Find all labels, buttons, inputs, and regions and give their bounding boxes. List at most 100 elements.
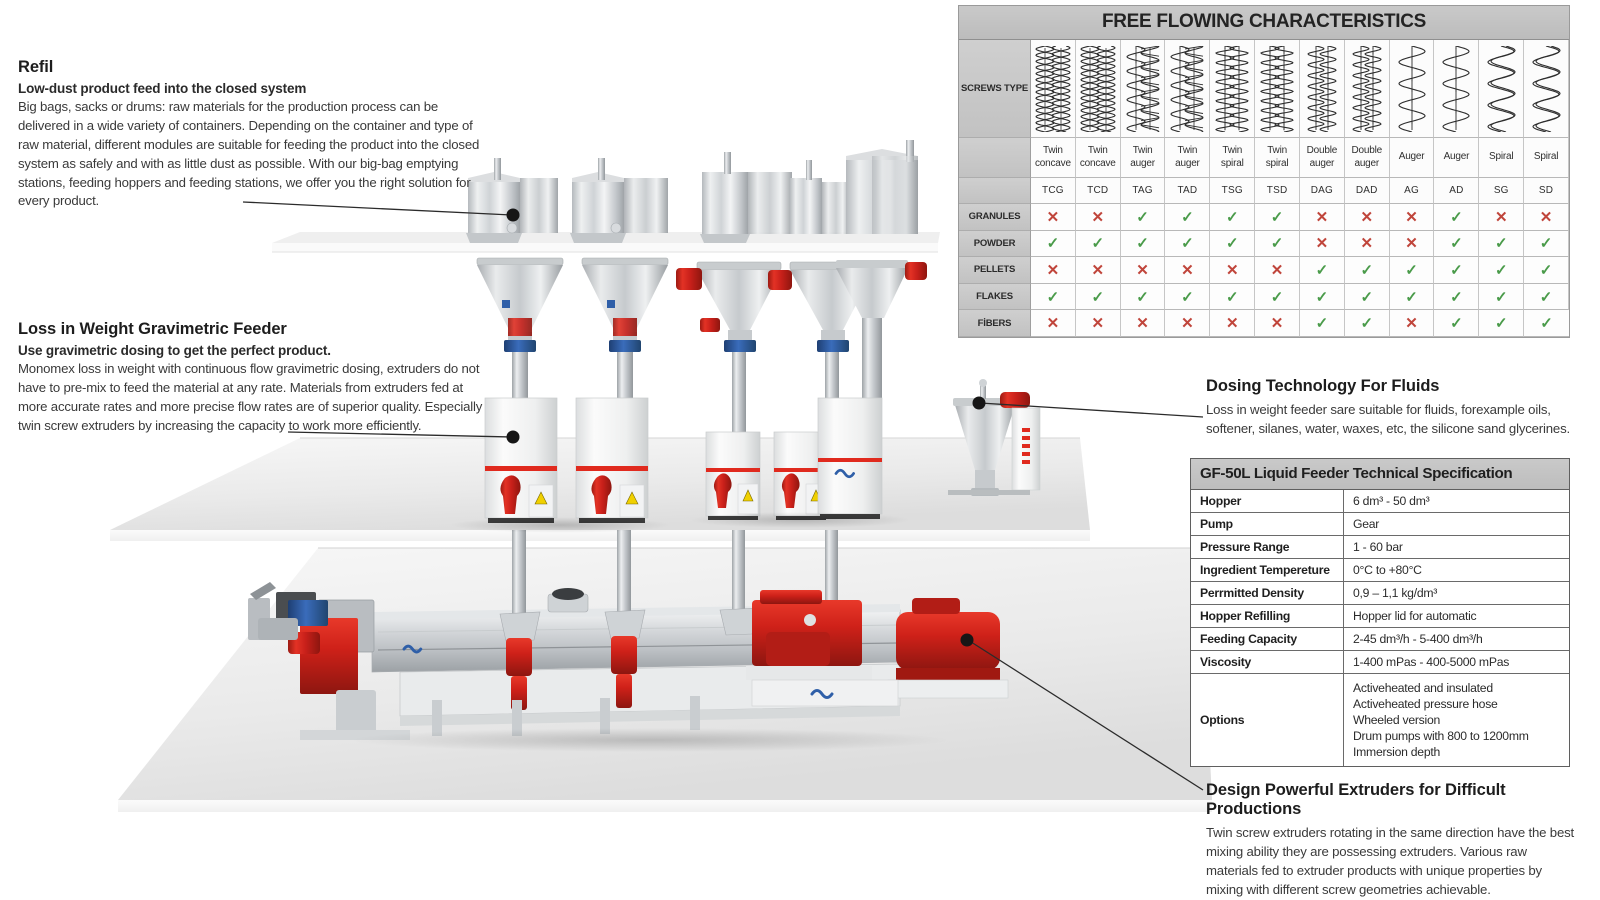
compat-cell: ✕ (1031, 310, 1076, 337)
spec-key: Viscosity (1191, 651, 1344, 673)
spec-value: 1 - 60 bar (1353, 540, 1403, 554)
spec-key: Hopper (1191, 490, 1344, 512)
refil-title: Refil (18, 58, 54, 76)
spec-row: Pressure Range 1 - 60 bar (1191, 536, 1569, 559)
spec-key: Ingredient Tempereture (1191, 559, 1344, 581)
compat-cell: ✓ (1031, 283, 1076, 311)
compat-cell: ✓ (1210, 230, 1256, 258)
spec-row: Pump Gear (1191, 513, 1569, 536)
screw-name-ag: Auger (1389, 138, 1435, 178)
spec-value: Gear (1353, 517, 1380, 531)
leader-dot-liw (506, 430, 520, 444)
liw-subtitle: Use gravimetric dosing to get the perfec… (18, 343, 331, 358)
refil-subtitle: Low-dust product feed into the closed sy… (18, 81, 307, 96)
spec-table-title: GF-50L Liquid Feeder Technical Specifica… (1191, 459, 1569, 490)
compat-cell: ✓ (1075, 283, 1121, 311)
liw-body: Monomex loss in weight with continuous f… (18, 361, 483, 433)
compat-cell: ✓ (1255, 230, 1300, 258)
fluids-body: Loss in weight feeder sare suitable for … (1206, 402, 1570, 436)
screw-name-sg: Spiral (1479, 138, 1525, 178)
gravimetric-feeder-cabinets (484, 397, 883, 523)
compat-cell: ✓ (1524, 283, 1569, 311)
compat-cell: ✕ (1031, 257, 1076, 284)
screws-type-label: SCREWS TYPE (959, 40, 1031, 138)
spiral-screw-icon (1479, 40, 1525, 138)
compat-cell: ✕ (1075, 257, 1121, 284)
liw-title: Loss in Weight Gravimetric Feeder (18, 320, 287, 338)
spec-value: Hopper lid for automatic (1353, 609, 1477, 623)
compat-cell: ✓ (1344, 310, 1390, 337)
compat-cell: ✕ (1344, 204, 1390, 231)
compat-cell: ✓ (1165, 204, 1211, 231)
leader-dot-fluids (972, 396, 986, 410)
compat-cell: ✓ (1479, 257, 1525, 284)
screw-code-dag: DAG (1299, 178, 1345, 204)
compat-cell: ✓ (1075, 230, 1121, 258)
compat-cell: ✓ (1299, 310, 1345, 337)
refil-body: Big bags, sacks or drums: raw materials … (18, 99, 480, 209)
spec-key: Perrmitted Density (1191, 582, 1344, 604)
compat-cell: ✕ (1120, 310, 1166, 337)
compat-cell: ✓ (1479, 230, 1525, 258)
screw-code-tcd: TCD (1075, 178, 1121, 204)
liquid-feeder-spec-table: GF-50L Liquid Feeder Technical Specifica… (1190, 458, 1570, 768)
twin-auger-screw-icon (1165, 40, 1211, 138)
compat-cell: ✕ (1075, 204, 1121, 231)
compat-cell: ✕ (1299, 204, 1345, 231)
compat-cell: ✕ (1389, 310, 1435, 337)
auger-screw-icon (1434, 40, 1480, 138)
double-auger-screw-icon (1344, 40, 1390, 138)
material-row-label: GRANULES (959, 204, 1031, 231)
material-row-label: POWDER (959, 230, 1031, 258)
compat-cell: ✓ (1524, 230, 1569, 258)
compat-cell: ✓ (1434, 310, 1480, 337)
double-auger-screw-icon (1299, 40, 1345, 138)
auger-screw-icon (1389, 40, 1435, 138)
spec-key: Pump (1191, 513, 1344, 535)
screw-code-tcg: TCG (1031, 178, 1076, 204)
spec-key: Pressure Range (1191, 536, 1344, 558)
screw-code-tsg: TSG (1210, 178, 1256, 204)
compat-cell: ✕ (1165, 257, 1211, 284)
compat-cell: ✓ (1210, 283, 1256, 311)
twin-concave-screw-icon (1075, 40, 1121, 138)
twin-concave-screw-icon (1031, 40, 1076, 138)
screw-code-sg: SG (1479, 178, 1525, 204)
liquid-feeder-unit (948, 379, 1041, 496)
compat-cell: ✕ (1389, 230, 1435, 258)
screw-code-tag: TAG (1120, 178, 1166, 204)
compat-cell: ✓ (1255, 283, 1300, 311)
compat-cell: ✓ (1389, 257, 1435, 284)
twin-spiral-screw-icon (1210, 40, 1256, 138)
compat-cell: ✕ (1255, 310, 1300, 337)
screw-code-tsd: TSD (1255, 178, 1300, 204)
hopper-cones-group (476, 257, 927, 438)
compat-cell: ✓ (1389, 283, 1435, 311)
material-row-label: FLAKES (959, 283, 1031, 311)
compat-cell: ✓ (1255, 204, 1300, 231)
compat-cell: ✕ (1255, 257, 1300, 284)
compat-cell: ✕ (1479, 204, 1525, 231)
compat-cell: ✓ (1479, 283, 1525, 311)
free-flowing-characteristics-table: FREE FLOWING CHARACTERISTICS SCREWS TYPE… (958, 5, 1570, 338)
compat-cell: ✕ (1120, 257, 1166, 284)
compat-cell: ✕ (1344, 230, 1390, 258)
screw-name-ad: Auger (1434, 138, 1480, 178)
compat-cell: ✕ (1299, 230, 1345, 258)
screw-code-dad: DAD (1344, 178, 1390, 204)
spec-row: Hopper 6 dm³ - 50 dm³ (1191, 490, 1569, 513)
compat-cell: ✓ (1344, 257, 1390, 284)
callout-loss-in-weight: Loss in Weight Gravimetric Feeder Use gr… (18, 320, 488, 436)
compat-cell: ✓ (1479, 310, 1525, 337)
twin-screw-extruder (248, 530, 1009, 740)
spec-value: 6 dm³ - 50 dm³ (1353, 494, 1430, 508)
leader-dot-refil (506, 208, 520, 222)
compat-cell: ✓ (1434, 257, 1480, 284)
